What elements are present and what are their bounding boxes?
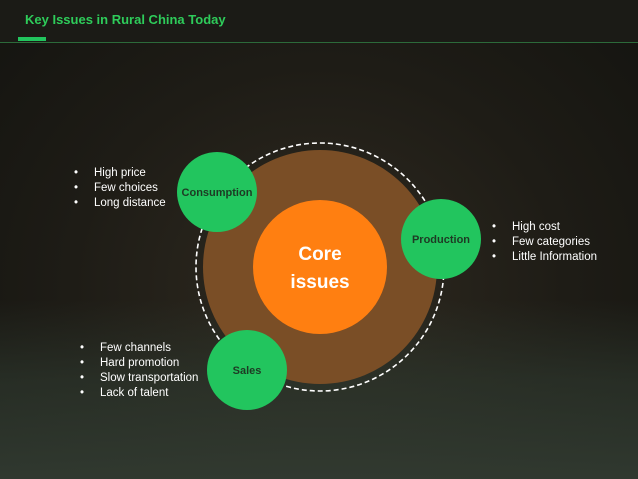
production-label: Production [412, 234, 470, 246]
list-item: High cost [492, 220, 597, 235]
header-bar: Key Issues in Rural China Today [0, 0, 638, 43]
sales-bullet-list: Few channels Hard promotion Slow transpo… [80, 341, 198, 401]
page-title: Key Issues in Rural China Today [25, 12, 226, 27]
list-item: Slow transportation [80, 371, 198, 386]
list-item: Few channels [80, 341, 198, 356]
list-item: Hard promotion [80, 356, 198, 371]
sales-label: Sales [233, 365, 262, 377]
list-item: Few choices [74, 181, 166, 196]
consumption-node[interactable] [177, 152, 257, 232]
core-label-line2: issues [290, 272, 349, 293]
list-item: Long distance [74, 196, 166, 211]
production-node[interactable] [401, 199, 481, 279]
list-item: Lack of talent [80, 386, 198, 401]
list-item: Little Information [492, 250, 597, 265]
title-accent-bar [18, 37, 46, 41]
core-circle [253, 200, 387, 334]
list-item: Few categories [492, 235, 597, 250]
consumption-label: Consumption [182, 187, 253, 199]
list-item: High price [74, 166, 166, 181]
sales-node[interactable] [207, 330, 287, 410]
consumption-bullet-list: High price Few choices Long distance [74, 166, 166, 211]
core-label-line1: Core [298, 244, 341, 265]
production-bullet-list: High cost Few categories Little Informat… [492, 220, 597, 265]
